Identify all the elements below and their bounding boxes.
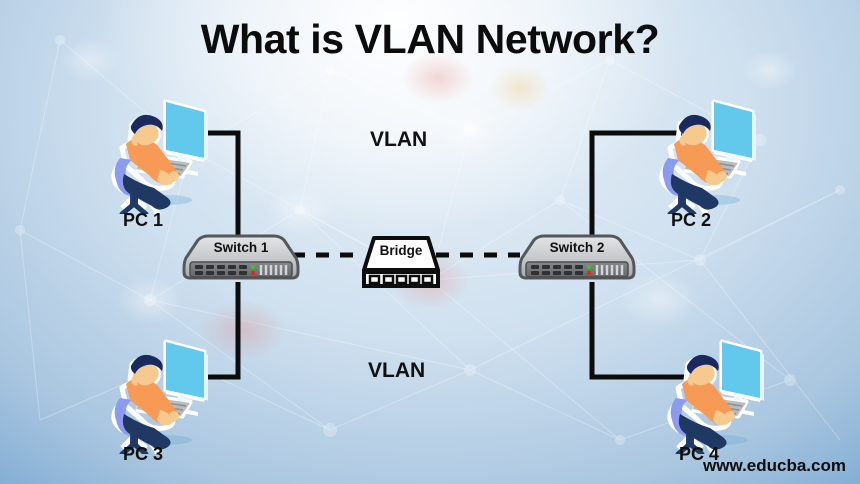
workstation-label-pc4: PC 4 [678,444,720,464]
vlan-label-top: VLAN [370,128,428,151]
workstation-label-pc2: PC 2 [670,210,712,230]
workstation-pc4[interactable] [660,336,768,454]
workstation-pc1[interactable] [104,96,212,214]
bridge-device[interactable]: Bridge [360,234,442,290]
vlan-label-bottom: VLAN [368,359,426,382]
watermark: www.educba.com [703,456,846,475]
workstation-pc2[interactable] [652,96,760,214]
workstation-label-pc3: PC 3 [122,444,164,464]
workstation-pc3[interactable] [104,336,212,454]
page-title: What is VLAN Network? [200,16,660,62]
switch-1[interactable]: Switch 1 [182,234,300,284]
workstation-label-pc1: PC 1 [122,210,164,230]
switch-2[interactable]: Switch 2 [518,234,636,284]
